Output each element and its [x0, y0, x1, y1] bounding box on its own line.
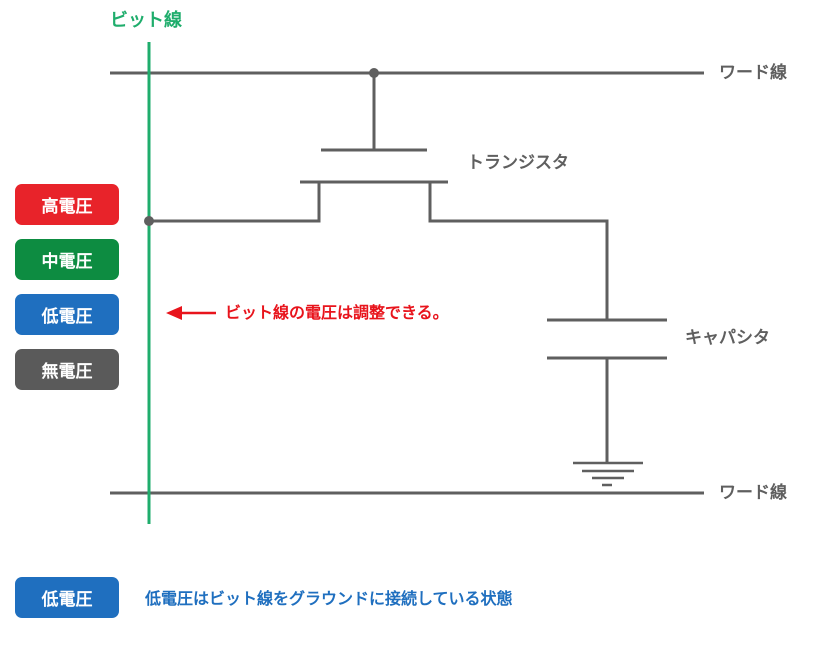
left-arrow-icon: [166, 306, 216, 320]
badge-low-voltage: 低電圧: [15, 294, 119, 335]
annotation-text: ビット線の電圧は調整できる。: [225, 303, 449, 322]
badge-high-voltage: 高電圧: [15, 184, 119, 225]
word-line-label-bottom: ワード線: [719, 483, 787, 503]
junction-dot-bit: [144, 216, 154, 226]
capacitor-label: キャパシタ: [685, 328, 770, 348]
junction-dot-word: [369, 68, 379, 78]
badge-no-voltage: 無電圧: [15, 349, 119, 390]
transistor-label: トランジスタ: [467, 153, 569, 173]
source-wire: [149, 182, 321, 223]
drain-wire: [428, 182, 609, 320]
badge-mid-voltage: 中電圧: [15, 239, 119, 280]
bit-line-label: ビット線: [110, 10, 182, 31]
legend-description: 低電圧はビット線をグラウンドに接続している状態: [145, 589, 513, 608]
word-line-label-top: ワード線: [719, 63, 787, 83]
ground-icon: [573, 461, 643, 487]
legend-badge-low-voltage: 低電圧: [15, 577, 119, 618]
